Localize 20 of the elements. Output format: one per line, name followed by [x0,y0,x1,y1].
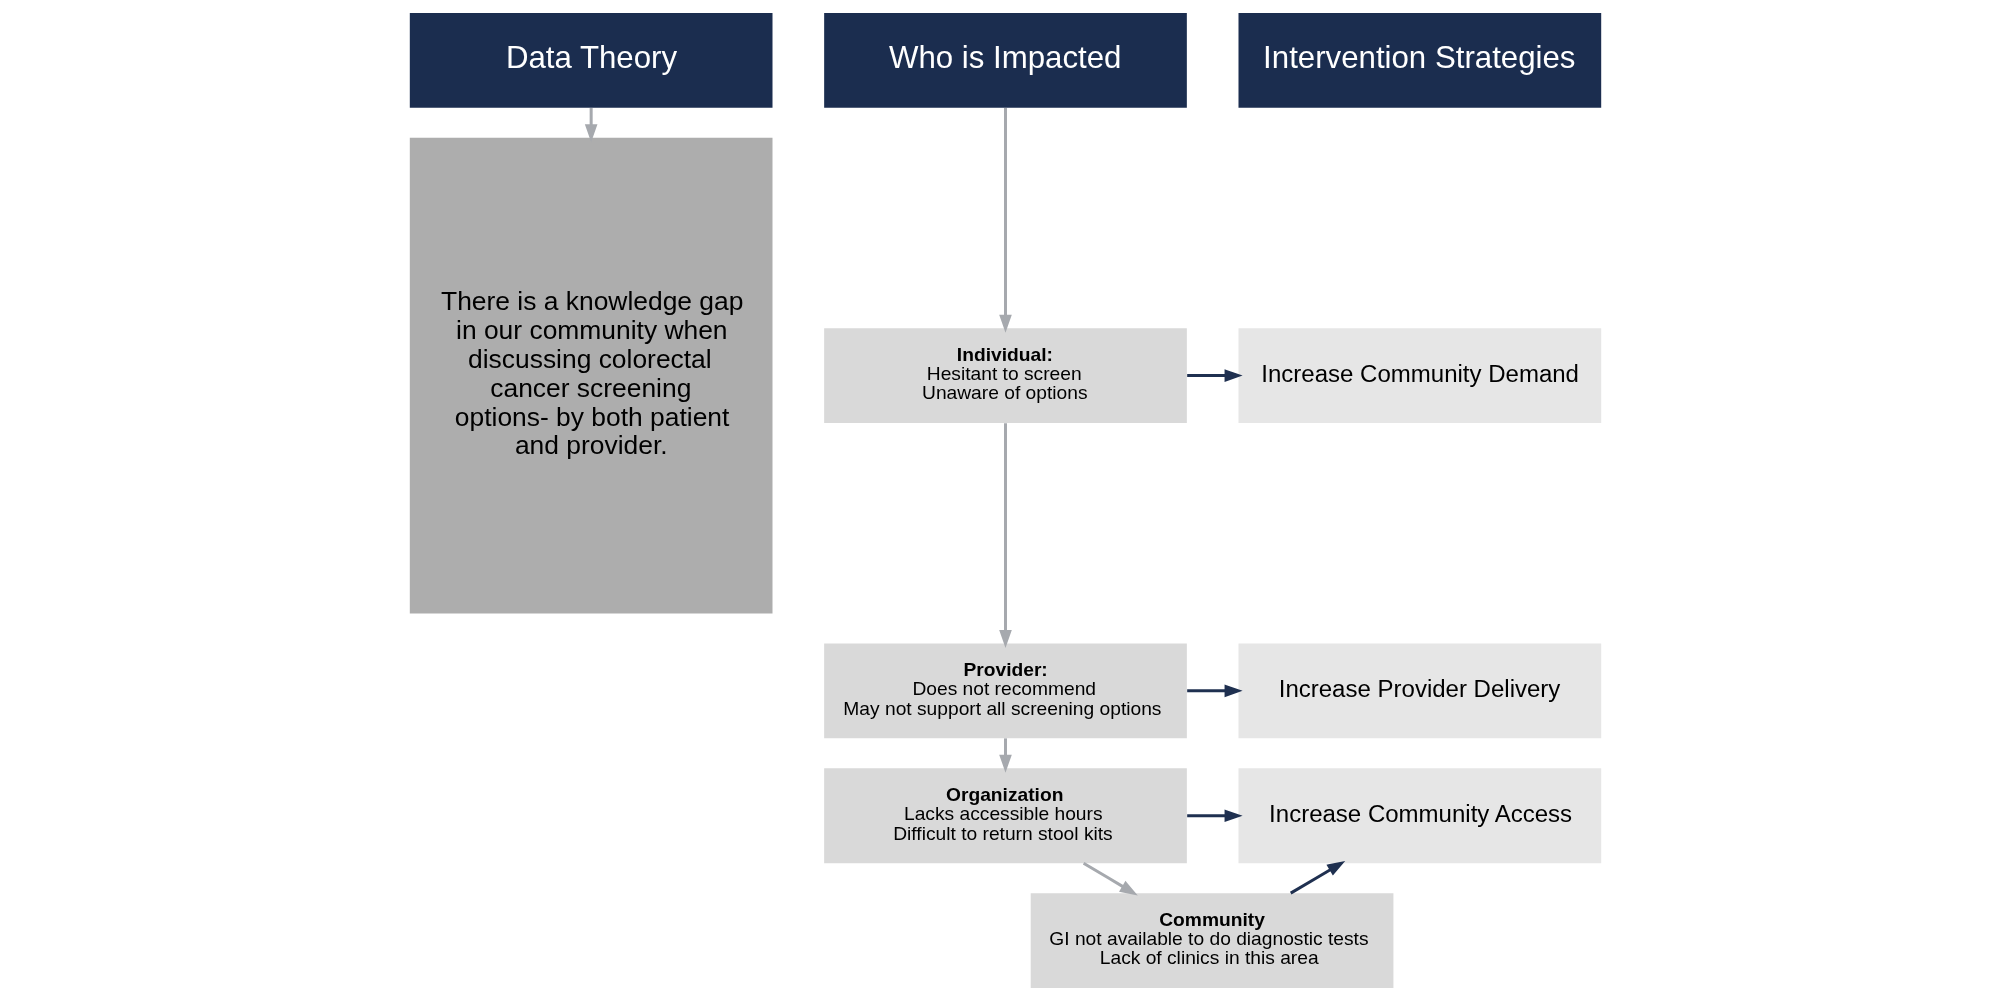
arrow [1082,862,1138,896]
node-box: Provider: Does not recommend May not support all screening options [823,643,1187,739]
arrow [998,423,1012,648]
node-box: Organization Lacks accessible hours Difficult to return stool kits [823,768,1187,864]
node-box: There is a knowledge gap in our community when discussing colorectal cancer screening options- by both patient and provider. [409,137,772,614]
node-box: Increase Community Access [1238,768,1601,864]
arrow [584,108,597,143]
node-box: Community GI not available to do diagnostic tests Lack of clinics in this area [1030,893,1393,989]
node-box: Who is Impacted [823,12,1187,108]
arrow [1289,860,1345,895]
node-box: Individual: Hesitant to screen Unaware of options [823,328,1187,424]
node-box: Intervention Strategies [1238,12,1601,108]
node-box: Increase Community Demand [1238,328,1601,424]
node-box: Increase Provider Delivery [1238,643,1601,739]
arrow [1186,809,1243,823]
arrow [998,108,1012,333]
arrow [1186,684,1243,698]
arrow [1186,369,1243,382]
node-box: Data Theory [409,12,772,108]
arrow [998,738,1012,773]
